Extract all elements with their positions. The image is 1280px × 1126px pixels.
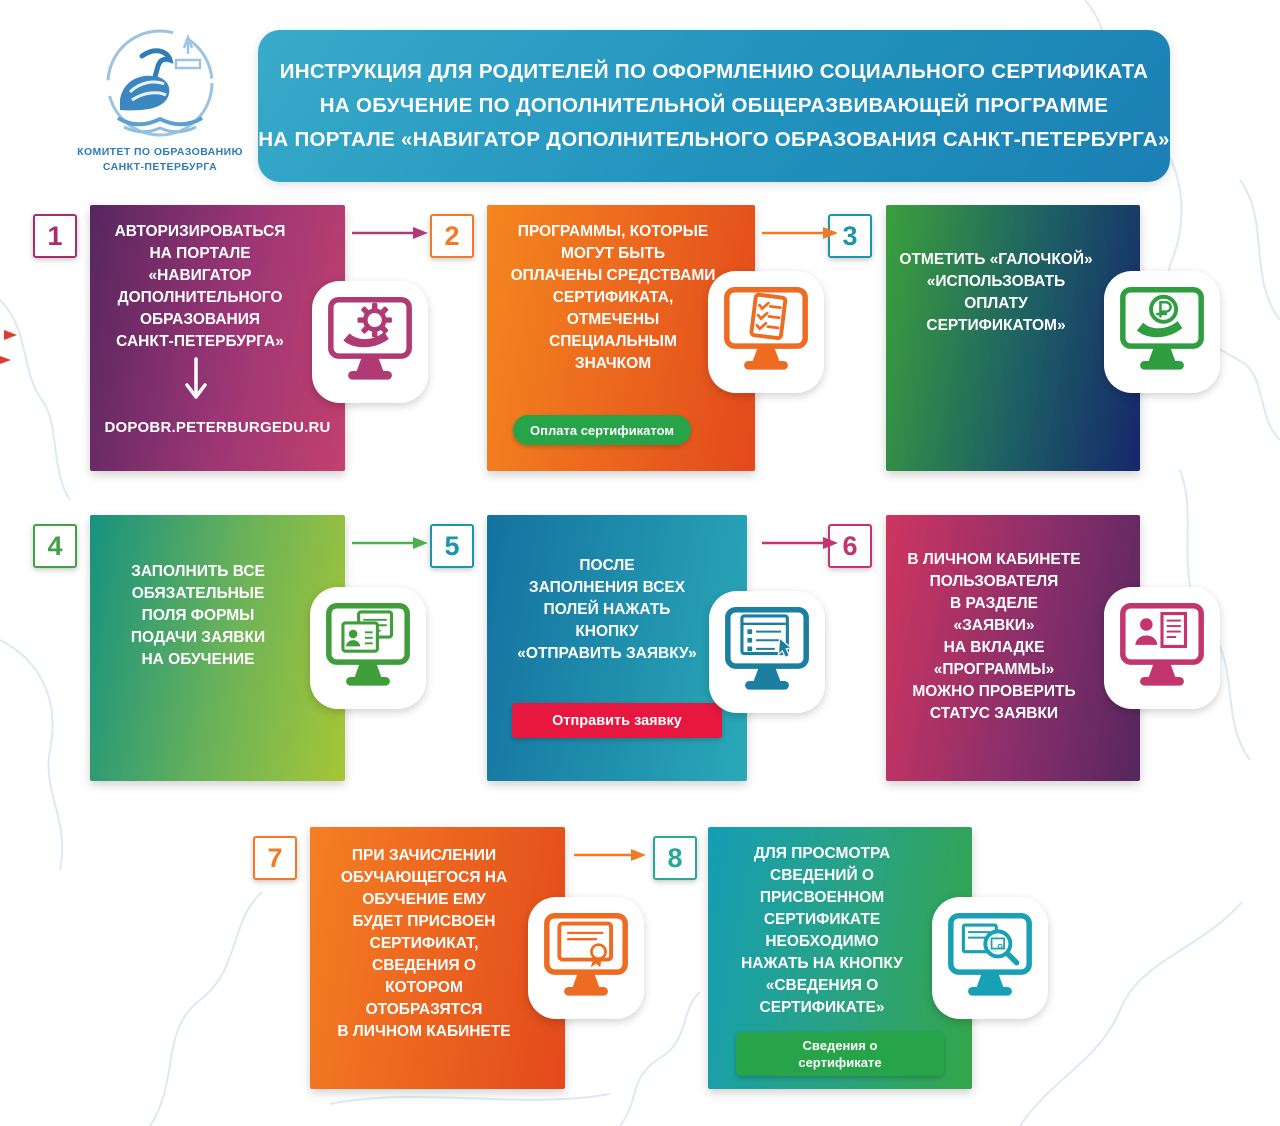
step-number-3: 3: [828, 214, 872, 258]
logo-caption-line-1: КОМИТЕТ ПО ОБРАЗОВАНИЮ: [77, 146, 243, 158]
monitor-certificate-magnifier-icon: [932, 897, 1048, 1019]
title-line-1: ИНСТРУКЦИЯ ДЛЯ РОДИТЕЛЕЙ ПО ОФОРМЛЕНИЮ С…: [279, 60, 1149, 83]
step-6-text: В ЛИЧНОМ КАБИНЕТЕ ПОЛЬЗОВАТЕЛЯ В РАЗДЕЛЕ…: [907, 551, 1081, 722]
step-4-text: ЗАПОЛНИТЬ ВСЕ ОБЯЗАТЕЛЬНЫЕ ПОЛЯ ФОРМЫ ПО…: [130, 563, 266, 668]
step-number-8: 8: [653, 836, 697, 880]
page-title: ИНСТРУКЦИЯ ДЛЯ РОДИТЕЛЕЙ ПО ОФОРМЛЕНИЮ С…: [258, 30, 1170, 182]
step-8-text: ДЛЯ ПРОСМОТРА СВЕДЕНИЙ О ПРИСВОЕННОМ СЕР…: [741, 845, 903, 1016]
down-arrow-icon: [185, 357, 207, 399]
step-card-6: В ЛИЧНОМ КАБИНЕТЕ ПОЛЬЗОВАТЕЛЯ В РАЗДЕЛЕ…: [886, 515, 1220, 781]
title-line-2: НА ОБУЧЕНИЕ ПО ДОПОЛНИТЕЛЬНОЙ ОБЩЕРАЗВИВ…: [319, 94, 1109, 117]
step-number-2: 2: [430, 214, 474, 258]
step-card-2: ПРОГРАММЫ, КОТОРЫЕ МОГУТ БЫТЬ ОПЛАЧЕНЫ С…: [487, 205, 824, 471]
step-7-text: ПРИ ЗАЧИСЛЕНИИ ОБУЧАЮЩЕГОСЯ НА ОБУЧЕНИЕ …: [337, 847, 511, 1040]
step-number-6: 6: [828, 524, 872, 568]
flow-arrow-2-3-icon: [762, 227, 838, 239]
monitor-checklist-icon: [708, 271, 824, 393]
monitor-certificate-icon: [528, 897, 644, 1019]
title-line-3: НА ПОРТАЛЕ «НАВИГАТОР ДОПОЛНИТЕЛЬНОГО ОБ…: [258, 128, 1170, 151]
step-card-8: ДЛЯ ПРОСМОТРА СВЕДЕНИЙ О ПРИСВОЕННОМ СЕР…: [708, 827, 1048, 1089]
certificate-details-button[interactable]: Сведения о сертификате: [736, 1032, 944, 1076]
step-number-1: 1: [33, 214, 77, 258]
pelican-logo-icon: [106, 29, 214, 137]
portal-url: DOPOBR.PETERBURGEDU.RU: [104, 419, 331, 436]
flow-arrow-5-6-icon: [762, 537, 838, 549]
step-card-4: ЗАПОЛНИТЬ ВСЕ ОБЯЗАТЕЛЬНЫЕ ПОЛЯ ФОРМЫ ПО…: [90, 515, 426, 781]
logo-caption-line-2: САНКТ-ПЕТЕРБУРГА: [102, 161, 218, 173]
flow-arrow-7-8-icon: [574, 849, 646, 861]
monitor-application-forms-icon: [310, 587, 426, 709]
monitor-ruble-hand-icon: [1104, 271, 1220, 393]
step-1-text: АВТОРИЗИРОВАТЬСЯ НА ПОРТАЛЕ «НАВИГАТОР Д…: [114, 223, 286, 350]
step-card-5: ПОСЛЕ ЗАПОЛНЕНИЯ ВСЕХ ПОЛЕЙ НАЖАТЬ КНОПК…: [487, 515, 825, 781]
step-number-7: 7: [253, 836, 297, 880]
step-card-3: ОТМЕТИТЬ «ГАЛОЧКОЙ» «ИСПОЛЬЗОВАТЬ ОПЛАТУ…: [886, 205, 1220, 471]
flow-arrow-4-5-icon: [352, 537, 428, 549]
certificate-payment-button[interactable]: Оплата сертификатом: [513, 415, 691, 445]
step-2-text: ПРОГРАММЫ, КОТОРЫЕ МОГУТ БЫТЬ ОПЛАЧЕНЫ С…: [510, 223, 716, 372]
committee-logo: КОМИТЕТ ПО ОБРАЗОВАНИЮ САНКТ-ПЕТЕРБУРГА: [70, 26, 250, 175]
step-3-text: ОТМЕТИТЬ «ГАЛОЧКОЙ» «ИСПОЛЬЗОВАТЬ ОПЛАТУ…: [899, 251, 1093, 334]
flow-arrow-1-2-icon: [352, 227, 428, 239]
submit-application-button[interactable]: Отправить заявку: [512, 703, 722, 738]
step-number-5: 5: [430, 524, 474, 568]
step-number-4: 4: [33, 524, 77, 568]
step-5-text: ПОСЛЕ ЗАПОЛНЕНИЯ ВСЕХ ПОЛЕЙ НАЖАТЬ КНОПК…: [517, 557, 697, 662]
step-card-1: АВТОРИЗИРОВАТЬСЯ НА ПОРТАЛЕ «НАВИГАТОР Д…: [90, 205, 428, 471]
monitor-form-cursor-icon: [709, 591, 825, 713]
monitor-user-document-icon: [1104, 587, 1220, 709]
step-card-7: ПРИ ЗАЧИСЛЕНИИ ОБУЧАЮЩЕГОСЯ НА ОБУЧЕНИЕ …: [310, 827, 644, 1089]
monitor-gear-hand-icon: [312, 281, 428, 403]
